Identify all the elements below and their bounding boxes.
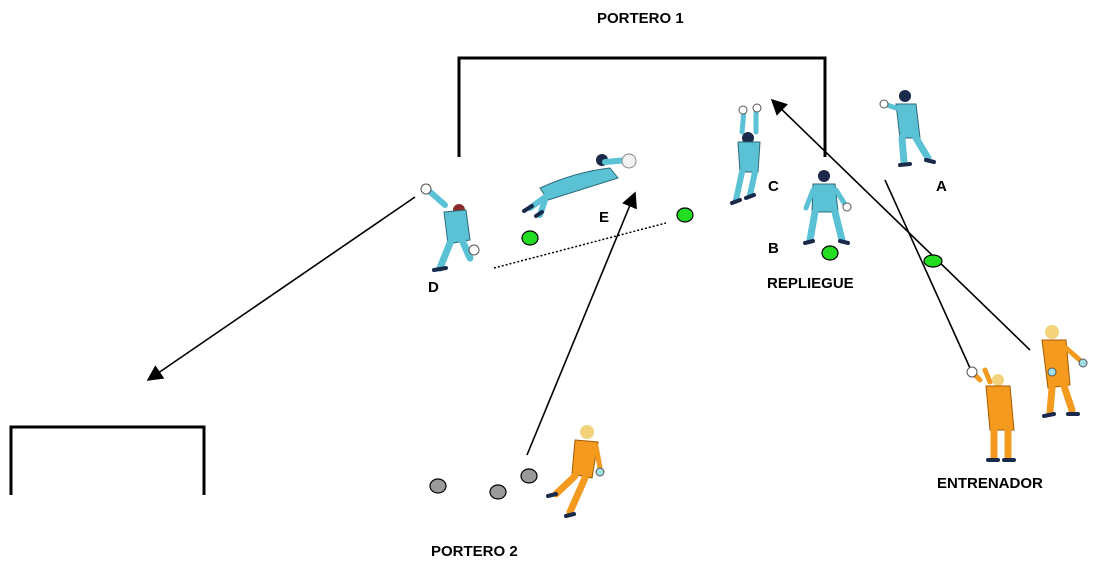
goalkeeper-e-figure (522, 153, 637, 218)
ball-gray-2 (489, 484, 507, 500)
ball-gray-1 (429, 478, 447, 494)
ball-green-b (821, 245, 839, 261)
main-goal (457, 56, 827, 157)
goalkeeper-c-figure (730, 103, 762, 205)
arrow-d-to-small-goal (146, 196, 416, 381)
arrow-portero2-to-e (526, 191, 637, 456)
label-portero-1: PORTERO 1 (597, 10, 684, 27)
label-a: A (936, 178, 947, 195)
arrow-coach-to-c (770, 98, 1031, 351)
ball-green-e (521, 230, 539, 246)
label-repliegue: REPLIEGUE (767, 275, 854, 292)
ball-green-line (923, 254, 943, 268)
label-portero-2: PORTERO 2 (431, 543, 518, 560)
line-a-to-coach (884, 179, 971, 369)
label-c: C (768, 178, 779, 195)
label-entrenador: ENTRENADOR (937, 475, 1043, 492)
coach-figure-2 (1041, 325, 1088, 418)
label-b: B (768, 240, 779, 257)
portero-2-figure (546, 425, 605, 518)
ball-gray-3 (520, 468, 538, 484)
dotted-pass-line (493, 222, 667, 269)
label-e: E (599, 209, 609, 226)
goalkeeper-b-figure (803, 170, 852, 245)
small-goal (9, 425, 206, 495)
label-d: D (428, 279, 439, 296)
ball-green-center (676, 207, 694, 223)
coach-figure-1 (966, 366, 1016, 462)
goalkeeper-d-figure (420, 183, 480, 272)
goalkeeper-a-figure (879, 90, 936, 167)
